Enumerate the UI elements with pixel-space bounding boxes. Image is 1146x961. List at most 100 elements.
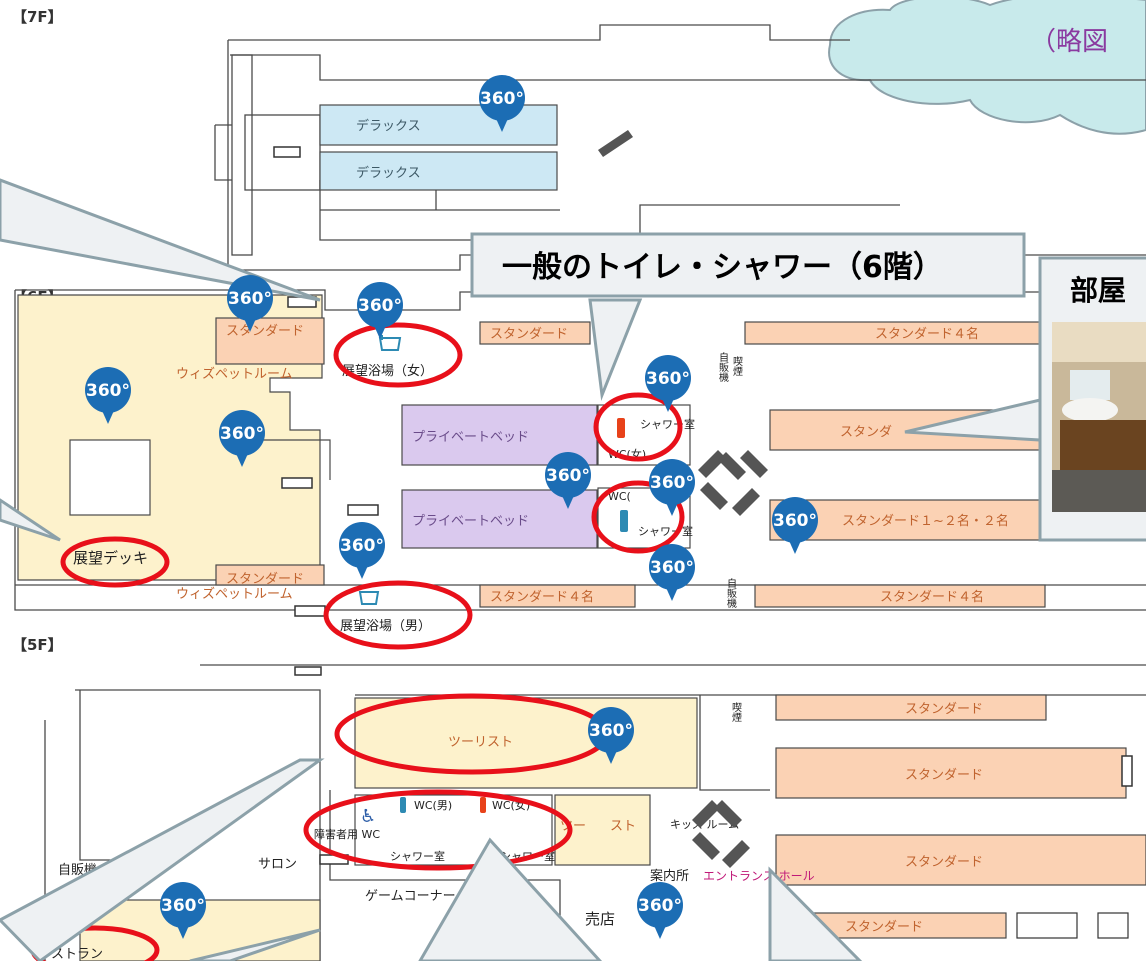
panorama-360-marker[interactable]: 360° (219, 410, 265, 467)
bath-female-icon (378, 335, 402, 351)
stairs-6f-d (294, 605, 326, 617)
marker-360-label: 360° (228, 289, 272, 309)
panorama-360-marker[interactable]: 360° (479, 75, 525, 132)
panorama-360-marker[interactable]: 360° (227, 275, 273, 332)
room-private-bed-1-label: プライベートベッド (412, 430, 529, 445)
room-std4-6f-bottom-mid[interactable]: スタンダード４名 (479, 584, 636, 608)
wc-block-5f[interactable]: ♿ 障害者用 WC WC(男) WC(女) シャワー室 シャワー室 (314, 794, 555, 866)
marker-360-label: 360° (161, 896, 205, 916)
room-std-5f-4-label: スタンダード (845, 920, 923, 935)
panorama-360-marker[interactable]: 360° (357, 282, 403, 339)
locker-5f (1097, 912, 1129, 939)
marker-360-label: 360° (589, 721, 633, 741)
shower-room-lower-label: シャワー室 (638, 524, 693, 538)
bath-male-label: 展望浴場（男） (340, 618, 431, 634)
vending-6f-bottom-label: 自販機 (725, 577, 737, 609)
marker-360-label: 360° (220, 424, 264, 444)
panorama-360-marker[interactable]: 360° (160, 882, 206, 939)
room-std4-6f-bottom-mid-label: スタンダード４名 (490, 589, 594, 605)
escalator-7f (598, 130, 633, 157)
floor-label-7f: 【7F】 (12, 8, 63, 26)
info-label: 案内所 (650, 868, 689, 884)
stairs-5f-right (1121, 755, 1133, 787)
note-cloud: （略図 (828, 0, 1146, 135)
shop-label: 売店 (585, 910, 615, 928)
room-std-6f-top-left[interactable]: スタンダード (479, 321, 591, 345)
shower-room-top-label: シャワー室 (640, 417, 695, 431)
marker-360-label: 360° (358, 296, 402, 316)
female-person-icon (617, 418, 625, 438)
panorama-360-marker[interactable]: 360° (649, 544, 695, 601)
stairs-7f (273, 146, 301, 158)
shower-5f-a-label: シャワー室 (390, 849, 445, 863)
room-deluxe-1-label: デラックス (356, 118, 421, 134)
room-tourist-5f-upper[interactable]: ツーリスト (354, 697, 698, 789)
stairs-6f-b (281, 477, 313, 489)
room-photo (1052, 322, 1146, 512)
room-std-5f-3[interactable]: スタンダード (775, 834, 1146, 886)
escalators-6f (698, 450, 768, 516)
room-private-bed-2-label: プライベートベッド (412, 514, 529, 529)
male-person-icon-5f (400, 797, 406, 813)
game-corner-label: ゲームコーナー (365, 889, 456, 904)
wc-male-5f-label: WC(男) (414, 799, 452, 812)
marker-360-label: 360° (86, 381, 130, 401)
stairs-5f-bottom (1016, 912, 1078, 939)
bath-female-label: 展望浴場（女） (342, 363, 433, 379)
room-std-5f-1[interactable]: スタンダード (775, 694, 1047, 721)
vending-6f-top-label: 自販機 (717, 351, 729, 383)
room-deluxe-2-label: デラックス (356, 165, 421, 181)
wc-6f-lower-label: WC( (608, 490, 631, 503)
pet-room-upper-label: ウィズペットルーム (176, 366, 293, 382)
callout-room-photo: 部屋 (1038, 256, 1146, 542)
smoking-6f-label: 喫煙 (731, 356, 743, 377)
pet-room-upper-box[interactable] (215, 317, 325, 365)
bath-female[interactable]: 展望浴場（女） (342, 335, 433, 379)
escalators-5f (692, 800, 750, 868)
marker-360-label: 360° (646, 369, 690, 389)
marker-360-label: 360° (650, 473, 694, 493)
pet-room-upper-std: スタンダード (226, 324, 304, 339)
accessible-wc-label: 障害者用 WC (314, 827, 380, 841)
room-std-5f-1-label: スタンダード (905, 702, 983, 717)
room-deluxe-2[interactable]: デラックス (319, 151, 558, 191)
marker-360-label: 360° (340, 536, 384, 556)
observation-deck[interactable]: 展望デッキ (17, 294, 323, 581)
room-std-6f-mid-label: スタンダ (840, 425, 892, 440)
highlight-rings (30, 322, 685, 961)
accessible-icon: ♿ (360, 806, 376, 827)
female-person-icon-5f (480, 797, 486, 813)
panorama-360-marker[interactable]: 360° (85, 367, 131, 424)
corridor-6f (232, 439, 331, 480)
entrance-label: エントランス ホール (703, 869, 815, 883)
smoking-5f-label: 喫煙 (730, 702, 742, 723)
pet-room-lower-std: スタンダード (226, 572, 304, 587)
stairs-5f (294, 666, 322, 676)
room-std12-6f-label: スタンダード１~２名・２名 (842, 513, 1009, 529)
pet-room-lower-box[interactable] (215, 564, 325, 586)
room-std4-6f-bottom-right-label: スタンダード４名 (880, 589, 984, 605)
salon-label: サロン (258, 857, 297, 872)
stairs-6f-c (347, 504, 379, 516)
room-std-5f-2[interactable]: スタンダード (775, 747, 1127, 799)
marker-360-label: 360° (638, 896, 682, 916)
panorama-360-marker[interactable]: 360° (637, 882, 683, 939)
room-tourist-5f-lower-b: スト (610, 819, 636, 834)
marker-360-label: 360° (773, 511, 817, 531)
deck-label: 展望デッキ (73, 549, 148, 567)
bath-male[interactable]: 展望浴場（男） (340, 591, 431, 634)
panorama-360-marker[interactable]: 360° (649, 459, 695, 516)
panorama-360-marker[interactable]: 360° (645, 355, 691, 412)
room-tourist-5f-upper-label: ツーリスト (448, 735, 513, 750)
marker-360-label: 360° (650, 558, 694, 578)
room-std4-6f-bottom-right[interactable]: スタンダード４名 (754, 584, 1046, 608)
kids-label: キッズ ルーム (670, 817, 739, 831)
panorama-360-marker[interactable]: 360° (772, 497, 818, 554)
room-std-6f-top-left-label: スタンダード (490, 327, 568, 342)
room-std4-6f-top-right[interactable]: スタンダード４名 (744, 321, 1046, 345)
pet-room-lower-label: ウィズペットルーム (176, 586, 293, 602)
panorama-360-marker[interactable]: 360° (339, 522, 385, 579)
panorama-360-marker[interactable]: 360° (545, 452, 591, 509)
room-deluxe-1[interactable]: デラックス (319, 104, 558, 146)
panorama-360-marker[interactable]: 360° (588, 707, 634, 764)
